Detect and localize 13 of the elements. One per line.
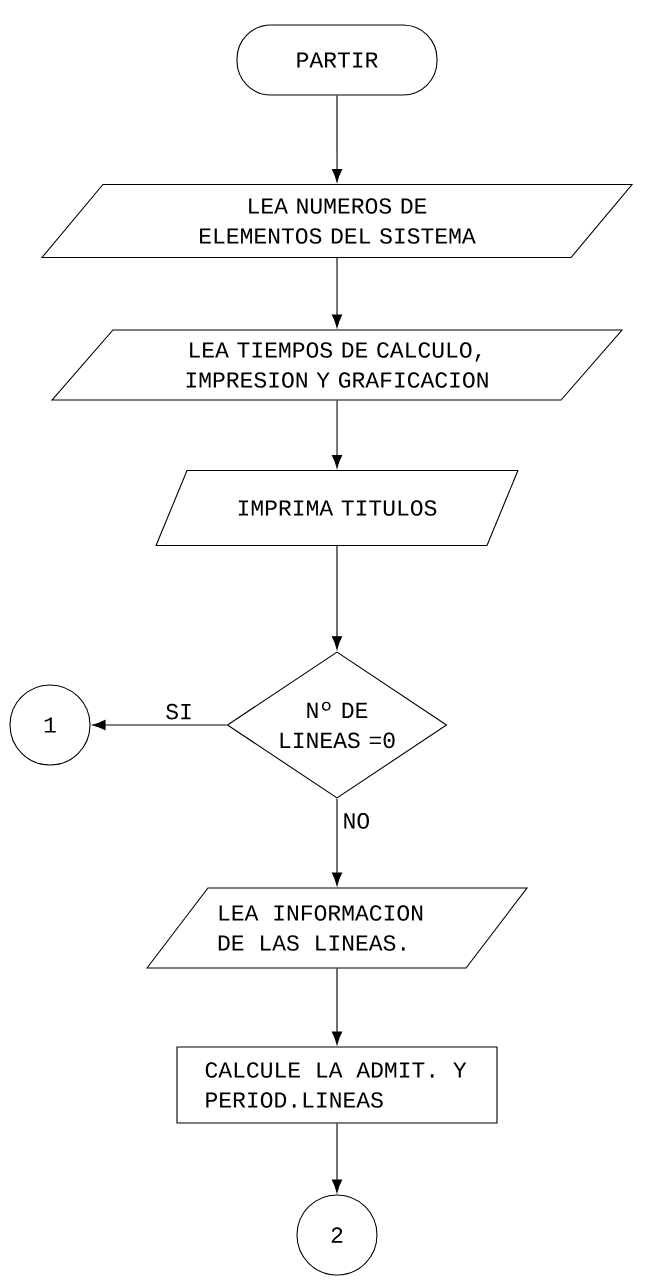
arrow	[331, 257, 343, 328]
arrow	[331, 1123, 343, 1193]
arrow	[92, 719, 228, 731]
arrow	[331, 798, 343, 886]
arrow	[331, 95, 343, 183]
process-box: CALCULE LA ADMIT. Y PERIOD.LINEAS	[176, 1046, 498, 1124]
input-output-box: IMPRIMA TITULOS	[155, 469, 519, 547]
edge-label: SI	[166, 703, 191, 720]
edge-label: NO	[344, 813, 369, 829]
arrow	[331, 968, 343, 1045]
terminal-box: PARTIR	[236, 24, 438, 96]
arrow	[331, 545, 343, 650]
arrow	[331, 400, 343, 469]
